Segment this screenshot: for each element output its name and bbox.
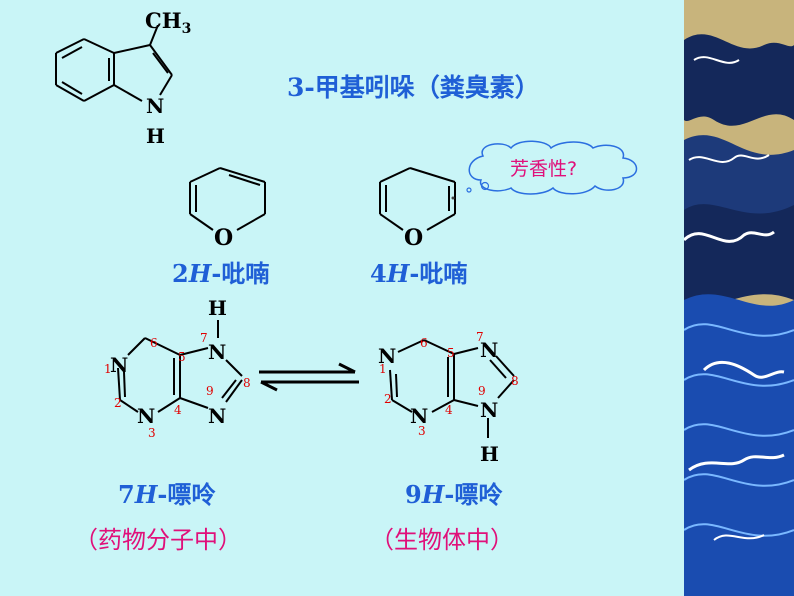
- skatole-structure: [55, 25, 173, 102]
- purine-9h-n9: N: [480, 398, 499, 422]
- purine-7h-num-4: 4: [174, 403, 182, 417]
- skatole-methyl-label: CH3: [145, 8, 192, 38]
- aromaticity-question: 芳香性?: [510, 158, 578, 180]
- skatole-nitrogen: N: [146, 94, 165, 118]
- skatole-name: 3-甲基吲哚（粪臭素）: [287, 73, 540, 102]
- purine-7h-num-7: 7: [200, 331, 208, 345]
- pyran-4h-oxygen: O: [404, 225, 424, 251]
- purine-7h-num-6: 6: [150, 336, 158, 350]
- purine-9h-num-2: 2: [384, 392, 392, 406]
- purine-9h-num-1: 1: [379, 362, 387, 376]
- purine-7h-num-1: 1: [104, 362, 112, 376]
- purine-9h-num-9: 9: [478, 384, 486, 398]
- purine-7h-num-5: 5: [178, 350, 186, 364]
- purine-7h-n3: N: [137, 404, 156, 428]
- pyran-4h-name: 4H-吡喃: [370, 259, 468, 288]
- purine-7h-n9: N: [208, 404, 227, 428]
- purine-9h-n7: N: [480, 338, 499, 362]
- purine-7h-n7: N: [208, 340, 227, 364]
- purine-7h-num-3: 3: [148, 426, 156, 440]
- purine-9h-context: （生物体中）: [370, 526, 514, 554]
- equilibrium-arrows: [259, 362, 359, 392]
- pyran-4h-structure: [379, 167, 456, 231]
- purine-9h-num-7: 7: [476, 330, 484, 344]
- purine-7h-num-9: 9: [206, 384, 214, 398]
- purine-9h-num-6: 6: [420, 336, 428, 350]
- purine-7h-name: 7H-嘌呤: [118, 480, 216, 509]
- pyran-2h-oxygen: O: [214, 225, 234, 251]
- purine-9h-n3: N: [410, 404, 429, 428]
- pyran-2h-name: 2H-吡喃: [172, 259, 270, 288]
- purine-7h-context: （药物分子中）: [74, 526, 242, 554]
- purine-7h-num-8: 8: [243, 376, 251, 390]
- purine-7h-structure: [117, 320, 243, 413]
- purine-9h-num-4: 4: [445, 403, 453, 417]
- purine-9h-name: 9H-嘌呤: [405, 480, 503, 509]
- thought-bubble: [466, 140, 638, 195]
- skatole-hydrogen: H: [146, 124, 165, 148]
- purine-7h-n1: N: [110, 353, 129, 377]
- purine-9h-num-3: 3: [418, 424, 426, 438]
- purine-9h-h: H: [480, 442, 499, 466]
- purine-9h-num-5: 5: [447, 346, 455, 360]
- purine-9h-structure: [389, 339, 515, 438]
- purine-9h-n1: N: [378, 344, 397, 368]
- pyran-2h-structure: [189, 167, 266, 231]
- purine-9h-num-8: 8: [511, 374, 519, 388]
- wave-decoration: [684, 0, 794, 596]
- purine-7h-num-2: 2: [114, 396, 122, 410]
- purine-7h-h: H: [208, 296, 227, 320]
